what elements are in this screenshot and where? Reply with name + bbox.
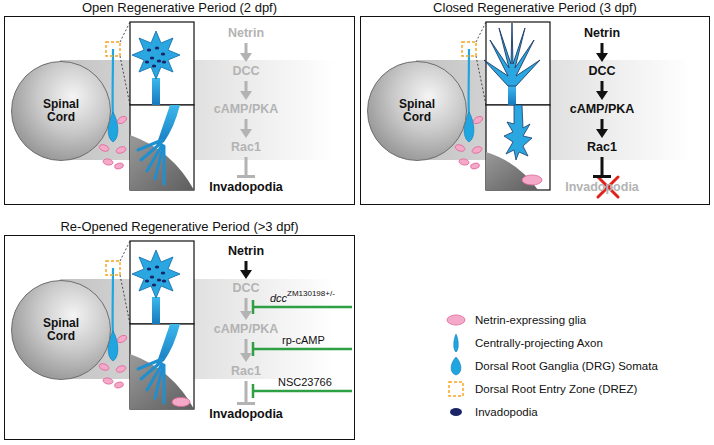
pathway-step: Invadopodia (201, 406, 291, 422)
activation-arrow (596, 119, 608, 138)
pathway-text: Invadopodia (201, 406, 291, 422)
arrow-head (240, 53, 252, 62)
pathway-text: Rac1 (201, 363, 291, 379)
pathway-text: cAMP/PKA (201, 101, 291, 117)
legend-text: Dorsal Root Entry Zone (DREZ) (475, 382, 637, 396)
panel-title: Closed Regenerative Period (3 dpf) (341, 0, 714, 15)
arrow-head (240, 353, 252, 362)
structure-label: Spinal Cord (394, 98, 440, 124)
arrow-shaft (601, 119, 604, 130)
pathway-text: Netrin (201, 243, 291, 259)
inhibitor-label: rp-cAMP (282, 333, 325, 347)
pathway-step: DCC (201, 63, 291, 79)
inhibition-arrow (593, 157, 611, 177)
pathway-text: Invadopodia (557, 179, 647, 195)
inhibition-bar (237, 402, 255, 405)
period-panel: Open Regenerative Period (2 dpf)Spinal C… (4, 16, 355, 205)
arrow-shaft (245, 43, 248, 54)
arrow-shaft (245, 81, 248, 92)
allele-superscript: ZM130198+/- (287, 288, 335, 299)
arrow-shaft (245, 298, 248, 312)
blocked-entry (486, 105, 542, 190)
pathway-step: DCC (557, 63, 647, 79)
activation-arrow (240, 339, 252, 362)
arrow-shaft (601, 81, 604, 92)
arrow-shaft (245, 381, 248, 403)
pathway-text: Netrin (201, 25, 291, 41)
arrow-head (240, 311, 252, 320)
inhibition-arrow (237, 157, 255, 177)
period-panel: Closed Regenerative Period (3 dpf)Spinal… (360, 16, 710, 205)
activation-arrow (240, 298, 252, 320)
arrow-shaft (245, 261, 248, 271)
arrow-head (240, 129, 252, 138)
pathway-step: Rac1 (201, 363, 291, 379)
inhibitor-label: dcc (270, 291, 287, 305)
activation-arrow (596, 43, 608, 62)
pathway-text: Invadopodia (201, 179, 291, 195)
growth-cone-closed (484, 23, 540, 105)
pathway-step: Rac1 (557, 139, 647, 155)
spinal-cord-section: Spinal Cord (367, 61, 467, 161)
arrow-shaft (245, 119, 248, 130)
pathway-step: cAMP/PKA (557, 101, 647, 117)
pathway-text: cAMP/PKA (201, 321, 291, 337)
structure-label: Spinal Cord (38, 317, 84, 343)
pathway-step: Netrin (557, 25, 647, 41)
legend-text: Dorsal Root Ganglia (DRG) Somata (475, 359, 658, 373)
invadopodia-entry (130, 105, 194, 190)
legend-text: Centrally-projecting Axon (475, 336, 603, 350)
inhibition-arrow (237, 381, 255, 404)
glia-cell (172, 398, 190, 407)
pathway-step: cAMP/PKA (201, 101, 291, 117)
inhibitor-lines (253, 300, 352, 398)
pathway-text: DCC (201, 63, 291, 79)
arrow-head (596, 53, 608, 62)
pathway-text: Rac1 (557, 139, 647, 155)
inhibition-bar (237, 175, 255, 178)
legend-text: Invadopodia (475, 405, 538, 419)
spinal-cord-section: Spinal Cord (11, 280, 111, 380)
pathway-text: Rac1 (201, 139, 291, 155)
activation-arrow (596, 81, 608, 100)
pathway-text: Netrin (557, 25, 647, 41)
activation-arrow (240, 119, 252, 138)
structure-label: Spinal Cord (38, 98, 84, 124)
legend-text: Netrin-expressing glia (475, 313, 586, 327)
growth-cone-reopened (132, 250, 180, 324)
growth-cone-open (132, 31, 180, 105)
pathway-text: cAMP/PKA (557, 101, 647, 117)
pathway-step: Invadopodia (557, 179, 647, 195)
arrow-head (596, 129, 608, 138)
arrow-head (240, 91, 252, 100)
inhibition-bar (593, 175, 611, 178)
pathway-step: cAMP/PKA (201, 321, 291, 337)
arrow-shaft (245, 339, 248, 354)
invadopodia-entry (130, 324, 194, 409)
pathway-step: Netrin (201, 243, 291, 259)
pathway-step: Rac1 (201, 139, 291, 155)
arrow-shaft (601, 43, 604, 54)
activation-arrow (240, 81, 252, 100)
activation-arrow (240, 43, 252, 62)
arrow-head (240, 270, 252, 279)
arrow-shaft (601, 157, 604, 176)
arrow-head (596, 91, 608, 100)
pathway-step: Invadopodia (201, 179, 291, 195)
legend-samples (447, 315, 465, 416)
inhibitor-label: NSC23766 (278, 375, 332, 389)
pathway-text: DCC (557, 63, 647, 79)
pathway-step: Netrin (201, 25, 291, 41)
spinal-cord-section: Spinal Cord (11, 61, 111, 161)
panel-title: Re-Opened Regenerative Period (>3 dpf) (0, 219, 374, 234)
panel-title: Open Regenerative Period (2 dpf) (0, 0, 374, 15)
activation-arrow (240, 261, 252, 279)
arrow-shaft (245, 157, 248, 176)
